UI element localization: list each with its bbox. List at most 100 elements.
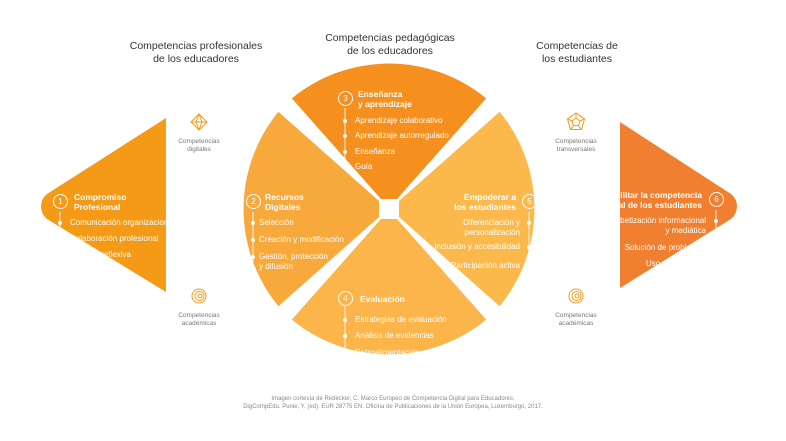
header-pedagogical: Competencias pedagógicas de los educador… xyxy=(305,32,475,58)
header-students-line-2: los estudiantes xyxy=(541,53,613,65)
area-1-title-line-2: Profesional xyxy=(74,202,121,212)
label-transversal-line-1: Competencias xyxy=(555,138,597,145)
area-2-number: 2 xyxy=(246,194,261,209)
header-students-line-1: Competencias de xyxy=(536,40,618,52)
label-digital-line-2: digitales xyxy=(187,146,211,153)
label-academic-left-line-1: Competencias xyxy=(178,312,220,319)
area-4-number: 4 xyxy=(338,291,353,306)
polyhedron-icon xyxy=(566,112,586,130)
bullet-dot xyxy=(251,238,255,242)
area-5-title: Empoderar a los estudiantes xyxy=(420,192,516,212)
area-3-title-line-2: y aprendizaje xyxy=(358,99,412,109)
area-5-shape xyxy=(399,111,535,307)
label-academic-competences-left: Competencias académicas xyxy=(164,312,234,328)
area-4-item: Estrategias de evaluación xyxy=(355,315,447,324)
header-professional-line-2: de los educadores xyxy=(153,53,239,65)
area-3-title-line-1: Enseñanza xyxy=(358,89,403,99)
bullet-dot xyxy=(343,165,347,169)
header-professional: Competencias profesionales de los educad… xyxy=(110,40,282,66)
area-3-item: Guía xyxy=(355,162,373,171)
area-5-item: personalización xyxy=(464,228,520,237)
area-6-item: Solución de problemas xyxy=(624,243,706,252)
bullet-dot xyxy=(527,245,531,249)
area-2-title: Recursos Digitales xyxy=(265,192,304,212)
area-2-item: Gestión, protección xyxy=(259,252,328,261)
bullet-dot xyxy=(714,219,718,223)
bullet-dot xyxy=(251,255,255,259)
area-4-item: y planificación xyxy=(355,358,406,367)
area-6-title: Facilitar la competencia digital de los … xyxy=(580,190,702,210)
area-1-title-line-1: Compromiso xyxy=(74,192,127,202)
area-2-item: Creación y modificación xyxy=(259,235,344,244)
bullet-dot xyxy=(58,268,62,272)
label-academic-left-line-2: académicas xyxy=(181,320,217,327)
bullet-dot xyxy=(714,246,718,250)
header-professional-line-1: Competencias profesionales xyxy=(129,40,263,52)
area-5-item: Participación activa xyxy=(451,261,520,270)
label-academic-competences-right: Competencias académicas xyxy=(541,312,611,328)
area-6-number: 6 xyxy=(709,192,724,207)
bullet-dot xyxy=(58,221,62,225)
bullet-dot xyxy=(58,253,62,257)
area-1-title: Compromiso Profesional xyxy=(74,192,126,212)
area-3-item: Aprendizaje autorregulado xyxy=(355,131,449,140)
label-digital-competences: Competencias digitales xyxy=(164,138,234,154)
area-6-item: Uso responsable xyxy=(645,259,706,268)
area-2-title-line-1: Recursos xyxy=(265,192,304,202)
area-5-title-line-2: los estudiantes xyxy=(454,202,516,212)
area-4-item: Retroalimentación xyxy=(355,348,420,357)
bullet-dot xyxy=(343,351,347,355)
header-pedagogical-line-1: Competencias pedagógicas xyxy=(325,32,455,44)
area-2-item: Selección xyxy=(259,218,294,227)
area-6-title-line-2: digital de los estudiantes xyxy=(600,200,702,210)
area-5-title-line-1: Empoderar a xyxy=(464,192,516,202)
bullet-dot xyxy=(343,150,347,154)
diamond-icon xyxy=(190,113,208,131)
area-3-item: Enseñanza xyxy=(355,147,396,156)
area-3-number: 3 xyxy=(338,91,353,106)
area-5-number: 5 xyxy=(522,194,537,209)
area-6-item: y mediática xyxy=(665,226,706,235)
area-6-item: Comunicación xyxy=(655,275,706,284)
area-2-shape xyxy=(243,111,379,307)
bullet-dot xyxy=(527,221,531,225)
area-1-shape xyxy=(41,118,166,292)
label-digital-line-1: Competencias xyxy=(178,138,220,145)
credit-line-1: Imagen cortesía de Redecker, C. Marco Eu… xyxy=(271,396,515,402)
area-6-shape xyxy=(620,122,737,288)
label-academic-right-line-1: Competencias xyxy=(555,312,597,319)
area-5-item: Inclusión y accesibilidad xyxy=(434,242,520,251)
area-6-item: Alfabetización informacional xyxy=(606,216,706,225)
area-1-item: DPC Digital xyxy=(70,265,112,274)
area-3-item: Aprendizaje colaborativo xyxy=(355,116,443,125)
label-transversal-competences: Competencias transversales xyxy=(539,138,613,154)
area-1-item: Práctica reflexiva xyxy=(70,250,131,259)
bullet-dot xyxy=(343,334,347,338)
area-1-number: 1 xyxy=(53,194,68,209)
bullet-dot xyxy=(527,264,531,268)
bullet-dot xyxy=(343,318,347,322)
bullet-dot xyxy=(58,237,62,241)
area-2-item: y difusión xyxy=(259,262,293,271)
area-3-title: Enseñanza y aprendizaje xyxy=(358,89,412,109)
area-1-item: Comunicación organizacional xyxy=(70,218,175,227)
bullet-dot xyxy=(343,119,347,123)
area-4-title: Evaluación xyxy=(360,294,405,304)
bullet-dot xyxy=(343,134,347,138)
area-5-item: Diferenciación y xyxy=(463,218,520,227)
bullet-dot xyxy=(251,221,255,225)
header-pedagogical-line-2: de los educadores xyxy=(347,45,433,57)
bullet-dot xyxy=(714,278,718,282)
area-2-title-line-2: Digitales xyxy=(265,202,301,212)
credit-line-2: DigCompEdu. Punie, Y. (ed). EUR 28775 EN… xyxy=(243,404,543,410)
area-4-shape xyxy=(291,219,487,355)
area-4-item: Análisis de evidencias xyxy=(355,331,434,340)
spiral-icon xyxy=(191,288,207,304)
area-6-title-line-1: Facilitar la competencia xyxy=(605,190,702,200)
label-transversal-line-2: transversales xyxy=(556,146,596,153)
spiral-icon xyxy=(568,288,584,304)
area-1-item: Colaboración profesional xyxy=(70,234,159,243)
label-academic-right-line-2: académicas xyxy=(558,320,594,327)
bullet-dot xyxy=(714,262,718,266)
image-credit: Imagen cortesía de Redecker, C. Marco Eu… xyxy=(170,395,616,411)
